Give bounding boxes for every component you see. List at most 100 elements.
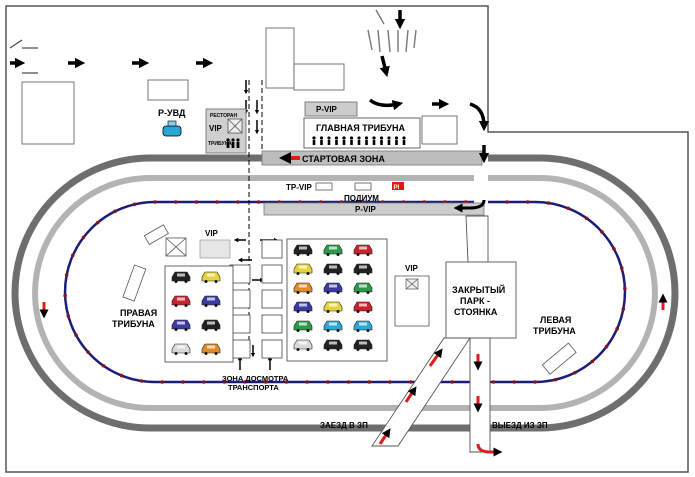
track-marker [113, 209, 117, 214]
track-marker [388, 380, 392, 384]
exit-zp-label: ВЫЕЗД ИЗ ЗП [492, 421, 548, 430]
person-icon [380, 140, 383, 145]
tr-vip-box [315, 182, 333, 191]
person-icon [357, 140, 361, 145]
track-marker [619, 266, 624, 270]
left-tribune-label-2: ТРИБУНА [533, 326, 576, 336]
person-icon [320, 140, 323, 145]
pi-badge [392, 182, 404, 190]
car-icon [353, 263, 373, 275]
track-marker [256, 200, 261, 204]
closed-park-label-3: СТОЯНКА [454, 307, 498, 317]
vip-infield-label: VIP [205, 229, 219, 238]
inspection-box [261, 314, 283, 334]
closed-park-label-1: ЗАКРЫТЫЙ [452, 284, 505, 295]
person-icon [312, 136, 316, 140]
car-icon [353, 339, 373, 351]
p-vip-mid-label: Р-VIP [355, 205, 377, 214]
entry-gate-left [9, 39, 38, 74]
track-marker [305, 380, 309, 384]
track-marker [263, 380, 268, 384]
person-icon [335, 140, 338, 145]
car-icon [353, 320, 373, 332]
person-icon [395, 140, 398, 145]
inspection-box [261, 264, 283, 284]
entry-arrows-icon [378, 348, 503, 457]
inspection-label-1: ЗОНА ДОСМОТРА [222, 374, 289, 383]
track-marker [546, 201, 551, 205]
car-icon [293, 244, 313, 256]
track-marker [236, 200, 240, 204]
car-icon [323, 282, 343, 294]
entry-arrows-top-right [379, 10, 406, 78]
right-tribune-label-1: ПРАВАЯ [120, 308, 157, 318]
track-markers [63, 200, 627, 384]
inspection-box [261, 339, 283, 359]
vip-label: VIP [209, 124, 223, 133]
track-marker [86, 350, 90, 354]
venue-boundary [5, 5, 689, 473]
police-car-icon [162, 120, 182, 137]
person-icon [327, 140, 331, 145]
track-marker [615, 326, 619, 331]
person-icon [387, 136, 391, 140]
track-marker [63, 293, 67, 298]
building-2 [147, 79, 189, 101]
exit-ramp [469, 337, 491, 453]
track-inner-ring [32, 175, 658, 411]
car-icon [171, 271, 191, 283]
tr-vip-label: ТР-VIP [286, 183, 312, 192]
track-marker [450, 380, 454, 384]
track-marker [505, 200, 509, 204]
track-marker [71, 253, 75, 258]
vip-infield-tribune [143, 224, 169, 246]
person-icon [394, 136, 399, 140]
car-icon [171, 295, 191, 307]
p-vip-return-arrow-icon [453, 199, 486, 213]
podium-label: ПОДИУМ [344, 194, 379, 203]
person-icon [402, 140, 406, 145]
inspection-box [261, 289, 283, 309]
track-marker [612, 247, 616, 251]
restaurant-label: РЕСТОРАН [210, 113, 237, 119]
person-icon [342, 136, 346, 140]
track-marker [326, 380, 330, 384]
track-marker [600, 230, 604, 234]
track-marker [64, 273, 69, 277]
track-marker [621, 307, 626, 311]
person-icon [312, 140, 316, 145]
person-icon [319, 136, 324, 140]
people-icon [226, 138, 240, 148]
person-icon [334, 136, 339, 140]
car-icon [323, 339, 343, 351]
tribune-small-label: ТРИБУНА [208, 141, 232, 147]
service-lane [248, 80, 263, 360]
vip-infield-box-icon [165, 237, 187, 257]
person-icon [364, 136, 369, 140]
building-5 [421, 115, 458, 145]
person-icon [372, 136, 376, 140]
car-icon [323, 263, 343, 275]
right-tribune-stand [122, 264, 147, 302]
track-marker [408, 380, 413, 384]
track-marker [101, 363, 106, 368]
entry-zp-label: ЗАЕЗД В ЗП [320, 421, 368, 430]
track-marker [222, 380, 227, 384]
start-zone-label: СТАРТОВАЯ ЗОНА [302, 154, 385, 164]
car-icon [201, 319, 221, 331]
person-icon [372, 140, 376, 145]
closed-box-icon [227, 118, 243, 134]
car-icon [201, 271, 221, 283]
car-icon [323, 244, 343, 256]
person-icon [342, 140, 346, 145]
left-tribune-stand [541, 342, 577, 375]
podium-box [354, 182, 372, 191]
closed-park-label-2: ПАРК - [460, 296, 490, 306]
person-icon [387, 140, 391, 145]
track-marker [243, 380, 247, 384]
car-icon [353, 282, 373, 294]
person-icon [357, 136, 361, 140]
p-vip-top [304, 101, 358, 117]
